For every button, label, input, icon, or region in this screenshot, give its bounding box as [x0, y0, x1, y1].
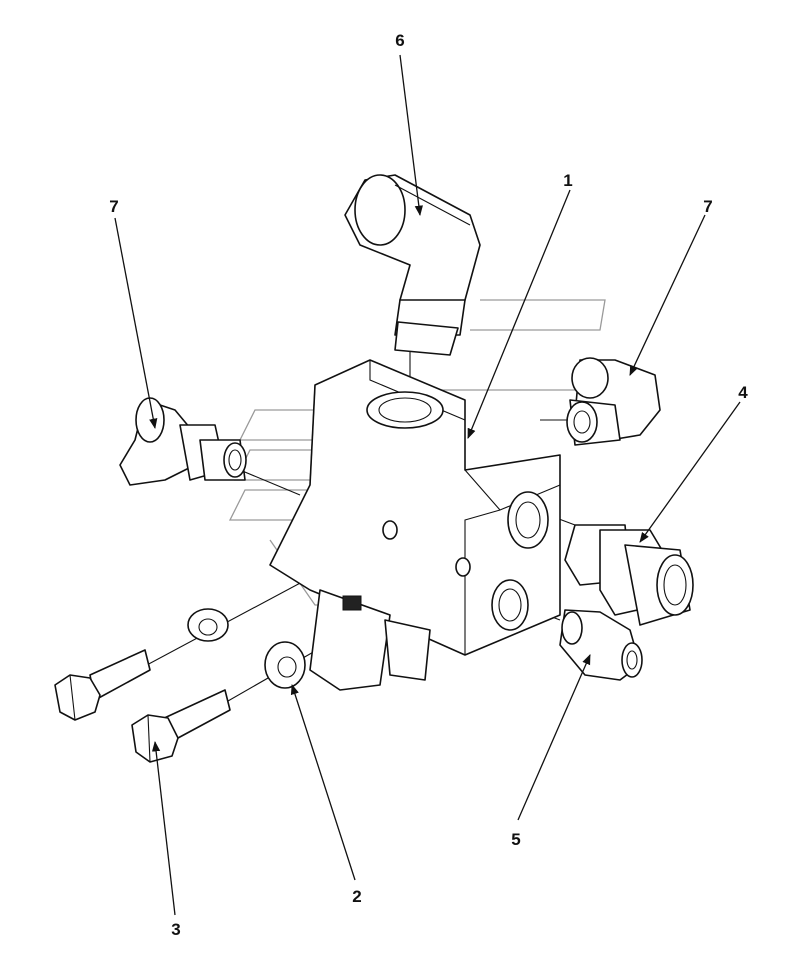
callout-7-left: 7 [109, 197, 118, 216]
callout-5: 5 [511, 830, 520, 849]
callout-leaders [114, 54, 741, 916]
washers [187, 608, 306, 689]
bolts [54, 649, 231, 763]
elbow-fitting-top [344, 174, 481, 356]
straight-fitting-large [564, 524, 694, 626]
manifold-block [269, 359, 561, 691]
callout-1: 1 [563, 171, 572, 190]
callout-6: 6 [395, 31, 404, 50]
callout-2: 2 [352, 887, 361, 906]
elbow-fitting-right [566, 357, 661, 446]
elbow-fitting-left [119, 397, 247, 486]
callout-7-right: 7 [703, 197, 712, 216]
callout-4: 4 [738, 383, 748, 402]
callout-3: 3 [171, 920, 180, 939]
straight-fitting-small [559, 609, 643, 681]
